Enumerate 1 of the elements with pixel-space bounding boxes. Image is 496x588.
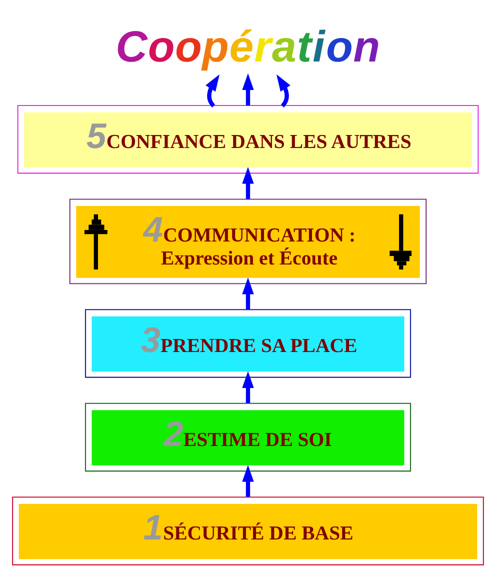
node-text: Coopération bbox=[116, 22, 380, 72]
